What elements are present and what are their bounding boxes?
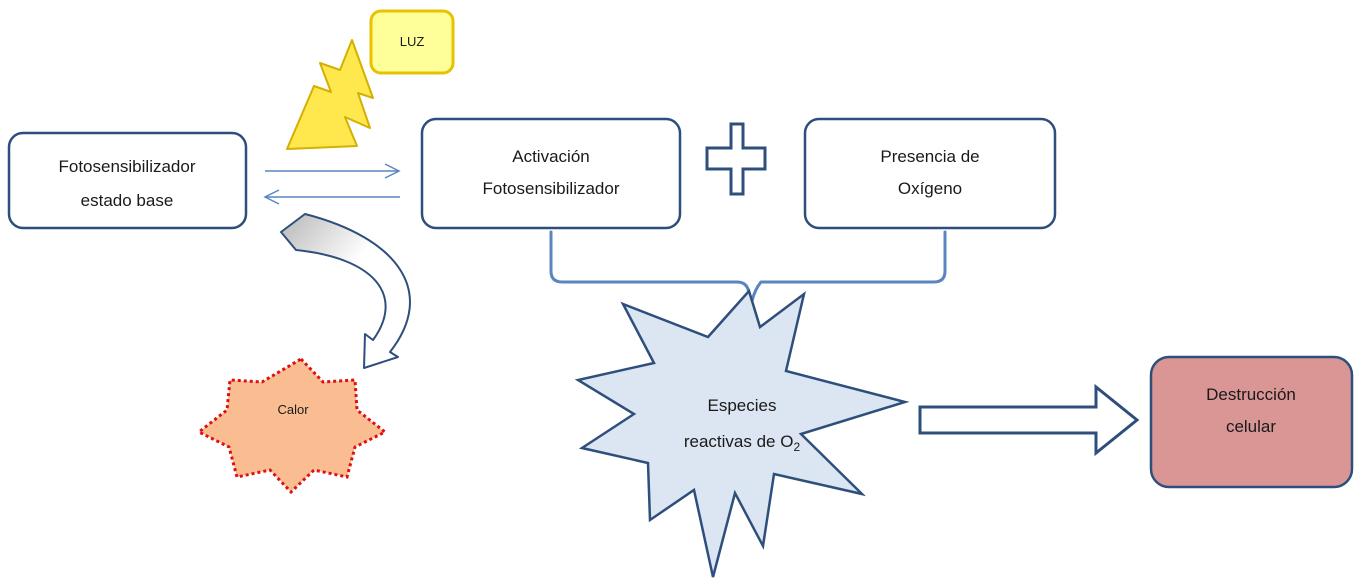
destruction-label-line1: Destrucción [1206,385,1296,404]
ground-state-label-line1: Fotosensibilizador [58,157,195,176]
backward-arrow [263,189,400,205]
activation-label-line1: Activación [512,147,589,166]
forward-arrow [265,163,401,179]
ros-label-line1: Especies [708,396,777,415]
cell-destruction-node: Destrucción celular [1149,355,1354,489]
heat-release-curved-arrow [280,213,411,369]
heat-label: Calor [277,402,309,417]
ros-label-line2: reactivas de O2 [684,432,801,454]
plus-icon [705,122,767,196]
light-node: LUZ [369,9,455,75]
ros-burst-shape [574,288,910,578]
destruction-label-line2: celular [1226,417,1276,436]
lightning-bolt-icon [286,39,374,150]
block-arrow-right [918,383,1140,457]
ground-state-photosensitizer-node: Fotosensibilizador estado base [7,131,248,230]
ros-label-subscript: 2 [793,440,800,454]
activated-photosensitizer-node: Activación Fotosensibilizador [420,117,682,230]
light-label: LUZ [400,34,425,49]
heat-node: Calor [196,357,388,495]
reactive-oxygen-species-node: Especies reactivas de O2 [574,288,910,578]
heat-star-shape [196,357,388,495]
ros-label-text: reactivas de O [684,432,794,451]
activation-label-line2: Fotosensibilizador [482,179,619,198]
oxygen-label-line1: Presencia de [880,147,979,166]
oxygen-presence-node: Presencia de Oxígeno [803,117,1057,230]
oxygen-label-line2: Oxígeno [898,179,962,198]
ground-state-label-line2: estado base [81,191,174,210]
